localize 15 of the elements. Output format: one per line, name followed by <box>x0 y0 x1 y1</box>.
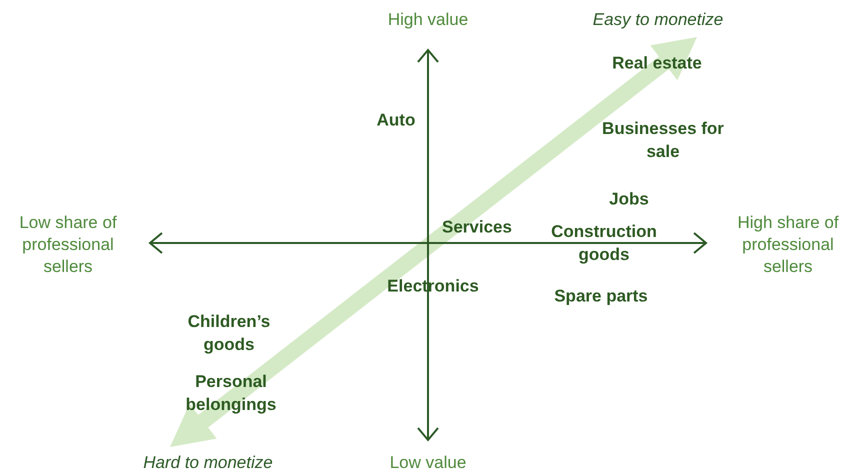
axis-label: Hard to monetize <box>142 452 274 474</box>
category-label: Auto <box>376 110 416 132</box>
category-label: Personal belongings <box>184 371 278 416</box>
category-label: Children’s goods <box>186 311 272 356</box>
axis-label: High value <box>386 9 470 31</box>
axis-label: Low share of professional sellers <box>18 212 118 278</box>
category-label: Services <box>441 216 513 238</box>
category-label: Real estate <box>611 52 703 74</box>
axis-label: Easy to monetize <box>592 9 724 31</box>
category-label: Spare parts <box>553 286 649 308</box>
axis-label: High share of professional sellers <box>736 212 840 278</box>
category-label: Jobs <box>608 188 650 210</box>
axis-label: Low value <box>388 452 468 474</box>
category-label: Construction goods <box>550 221 658 266</box>
category-label: Businesses for sale <box>601 118 725 163</box>
